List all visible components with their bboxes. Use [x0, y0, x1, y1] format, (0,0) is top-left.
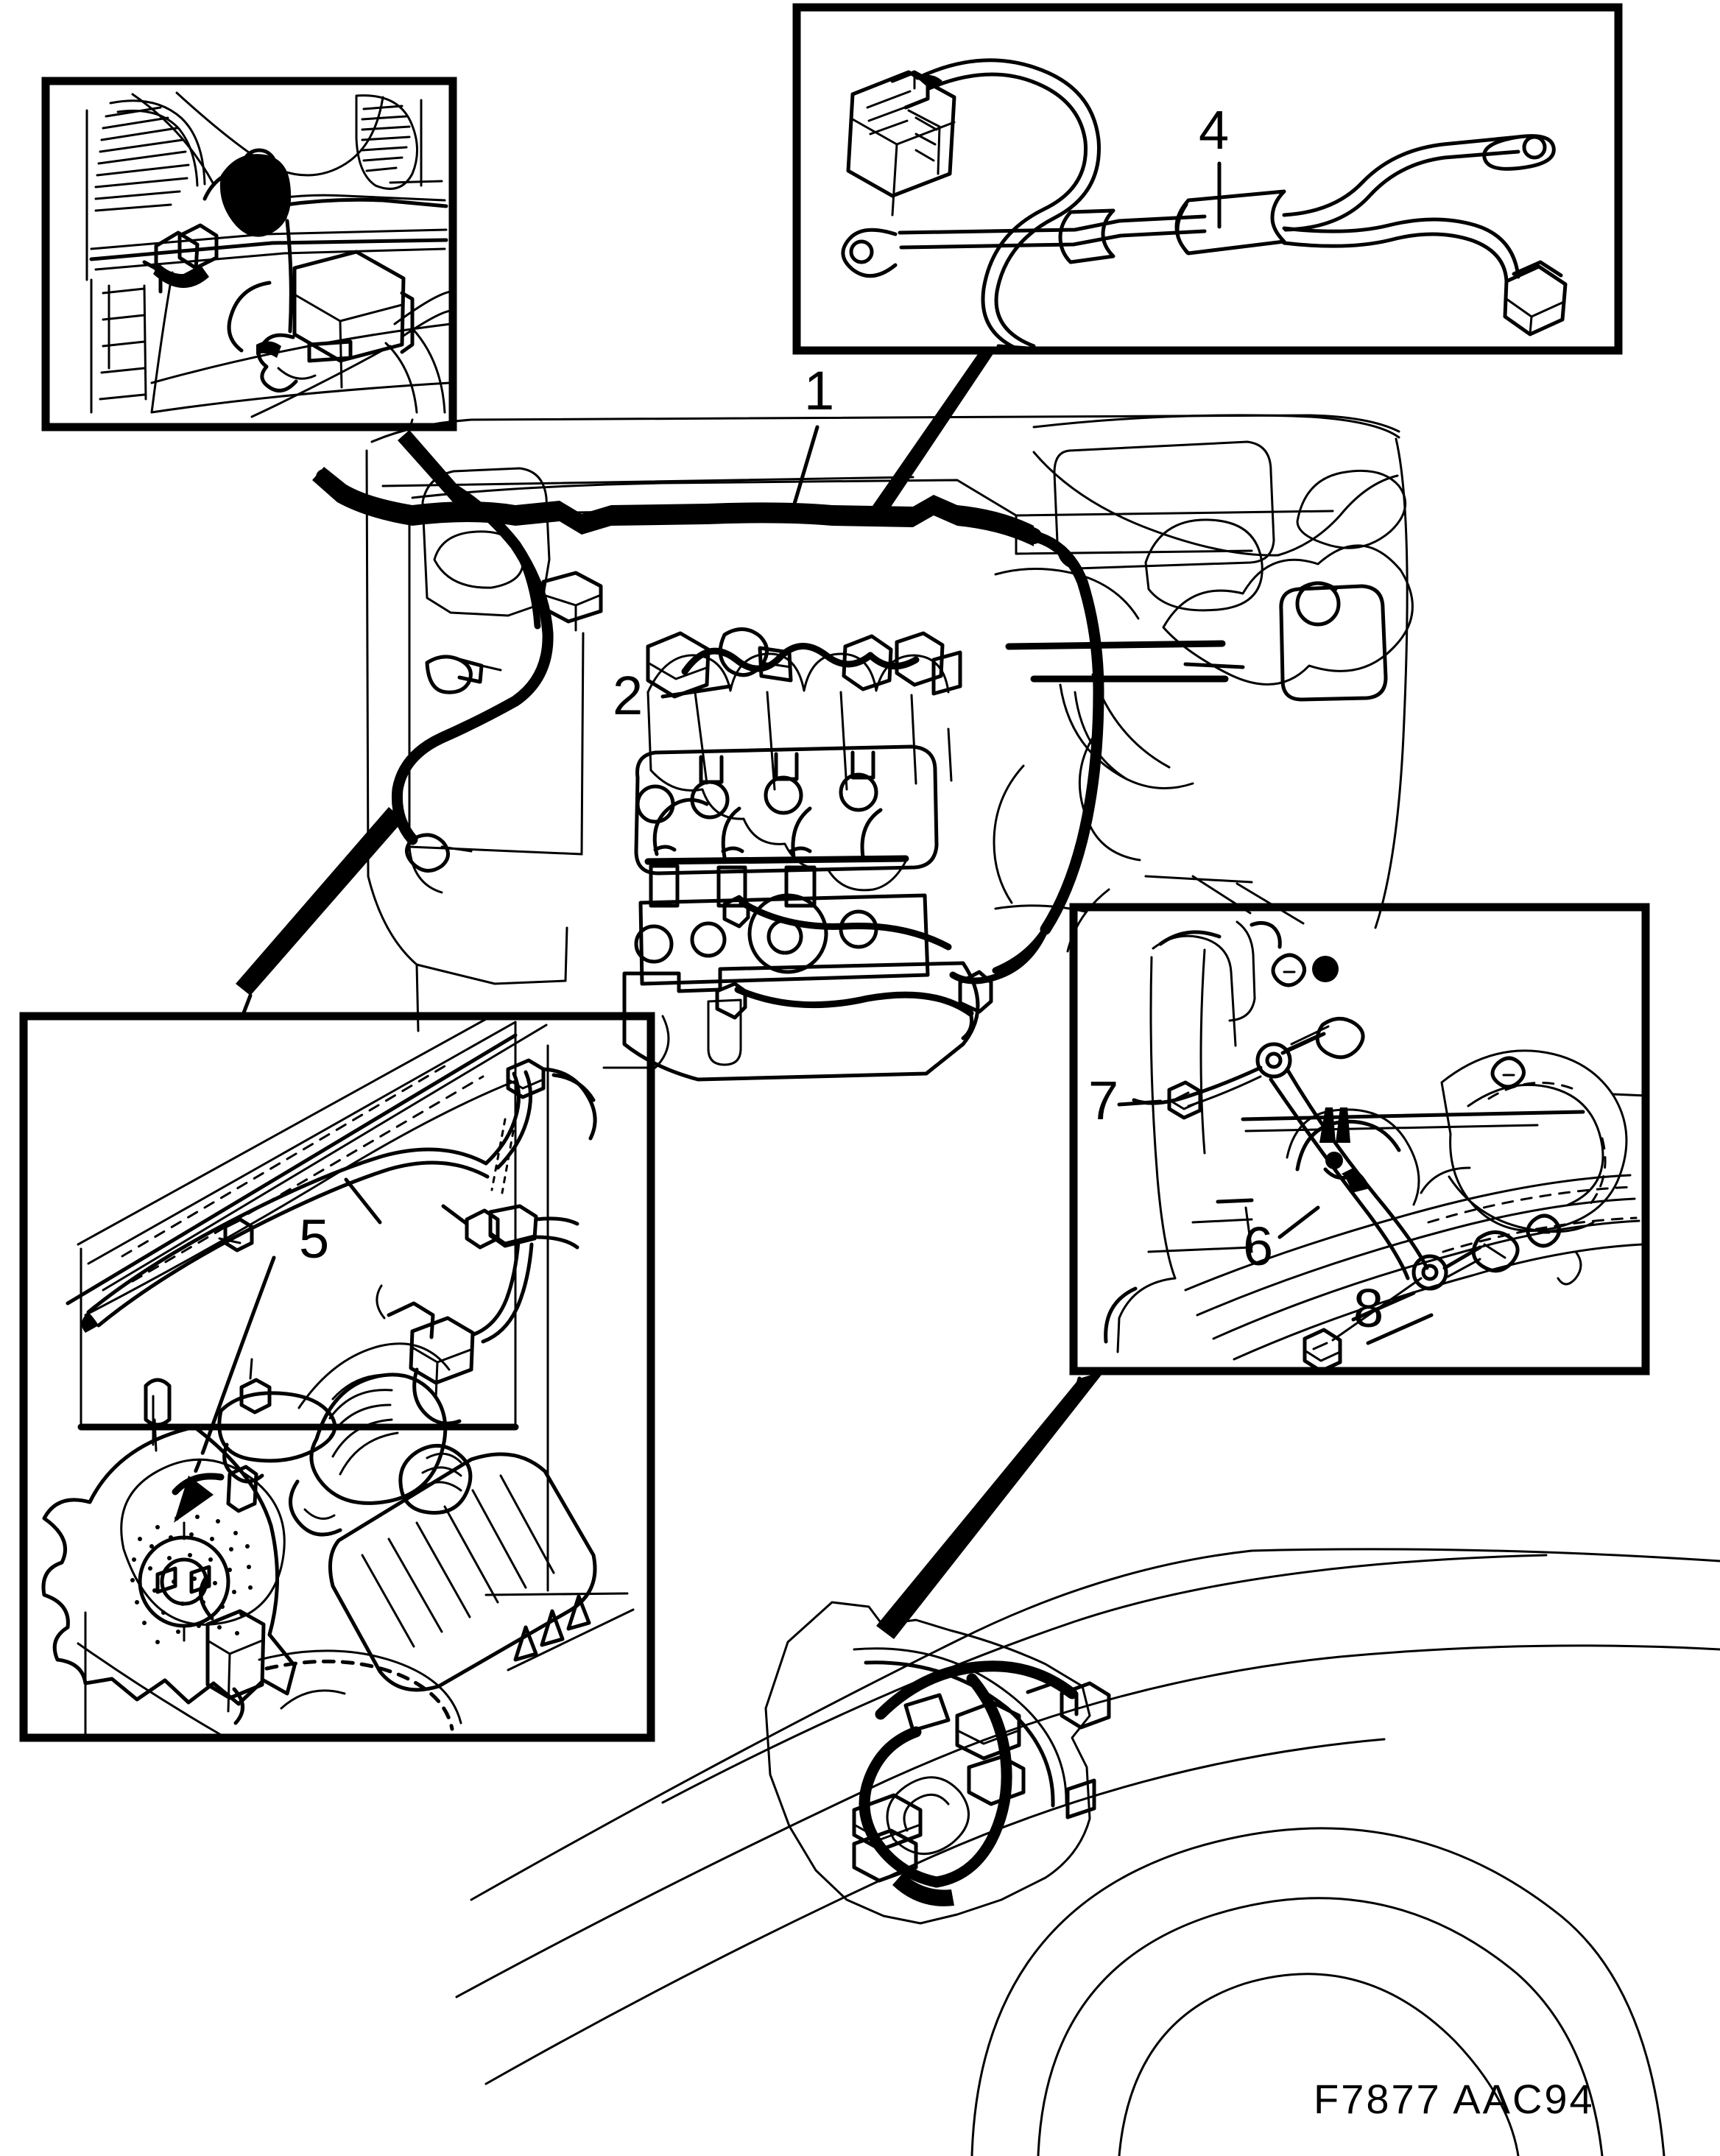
- callout-4: 4: [1199, 99, 1230, 161]
- callout-5: 5: [299, 1208, 330, 1269]
- callout-6: 6: [1243, 1216, 1274, 1277]
- callout-2: 2: [613, 665, 644, 726]
- callout-7: 7: [1088, 1070, 1119, 1131]
- callout-8: 8: [1353, 1278, 1384, 1339]
- figure-caption: F7877 AAC94: [1314, 2076, 1595, 2122]
- callout-1: 1: [804, 360, 835, 421]
